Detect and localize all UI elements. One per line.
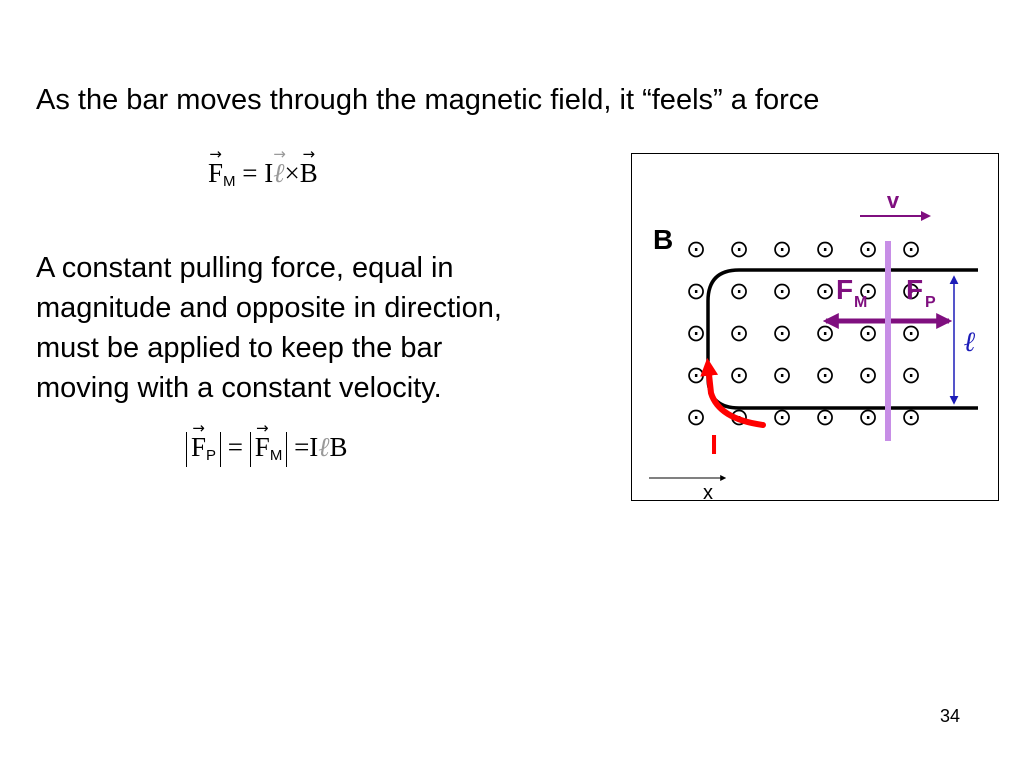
paragraph-line: magnitude and opposite in direction, (36, 292, 502, 324)
field-out-of-page-symbol: ⊙ (686, 403, 706, 431)
paragraph-line: A constant pulling force, equal in (36, 252, 454, 284)
field-out-of-page-symbol: ⊙ (772, 403, 792, 431)
rail-circuit (706, 268, 978, 410)
equals-sign: = (227, 432, 244, 462)
pulling-force-subscript: P (206, 447, 217, 464)
equals-sign: = (242, 158, 258, 188)
magnetic-field-grid: ⊙⊙⊙⊙⊙⊙⊙⊙⊙⊙⊙⊙⊙⊙⊙⊙⊙⊙⊙⊙⊙⊙⊙⊙⊙⊙⊙⊙⊙⊙ (686, 235, 921, 431)
paragraph-line: must be applied to keep the bar (36, 332, 443, 364)
field-out-of-page-symbol: ⊙ (729, 277, 749, 305)
field-out-of-page-symbol: ⊙ (815, 361, 835, 389)
paragraph-line: moving with a constant velocity. (36, 372, 442, 404)
x-axis-label: x (703, 482, 713, 503)
pulling-force-label-subscript: P (925, 294, 936, 311)
moving-bar (885, 241, 891, 441)
field-out-of-page-symbol: ⊙ (686, 361, 706, 389)
current-symbol: I (264, 158, 274, 188)
magnetic-force-equation: FM = Iℓ×B (208, 147, 318, 190)
field-out-of-page-symbol: ⊙ (772, 277, 792, 305)
field-out-of-page-symbol: ⊙ (858, 277, 878, 305)
length-symbol: ℓ (318, 432, 330, 462)
current-label: I (710, 429, 718, 460)
field-out-of-page-symbol: ⊙ (772, 361, 792, 389)
length-label: ℓ (963, 325, 976, 358)
length-vector-symbol: ℓ (273, 147, 285, 187)
field-out-of-page-symbol: ⊙ (729, 361, 749, 389)
field-out-of-page-symbol: ⊙ (772, 235, 792, 263)
field-out-of-page-symbol: ⊙ (729, 235, 749, 263)
magnetic-force-symbol: F (255, 421, 270, 461)
field-out-of-page-symbol: ⊙ (686, 277, 706, 305)
field-out-of-page-symbol: ⊙ (901, 361, 921, 389)
field-out-of-page-symbol: ⊙ (686, 235, 706, 263)
velocity-label: v (887, 188, 900, 213)
field-out-of-page-symbol: ⊙ (901, 277, 921, 305)
field-out-of-page-symbol: ⊙ (901, 319, 921, 347)
field-out-of-page-symbol: ⊙ (858, 319, 878, 347)
field-out-of-page-symbol: ⊙ (858, 235, 878, 263)
field-out-of-page-symbol: ⊙ (815, 235, 835, 263)
equals-sign: = (294, 432, 310, 462)
magnetic-force-magnitude: FM (249, 421, 288, 467)
magnetic-force-subscript: M (269, 447, 283, 464)
field-out-of-page-symbol: ⊙ (815, 403, 835, 431)
current-symbol: I (309, 432, 319, 462)
field-out-of-page-symbol: ⊙ (729, 319, 749, 347)
pulling-force-label: F (906, 274, 923, 305)
field-out-of-page-symbol: ⊙ (815, 277, 835, 305)
field-symbol: B (329, 432, 348, 462)
force-vector-symbol: F (208, 147, 223, 187)
cross-product-sign: × (284, 158, 300, 188)
field-out-of-page-symbol: ⊙ (772, 319, 792, 347)
field-vector-symbol: B (300, 147, 318, 187)
pulling-force-magnitude: FP (186, 421, 222, 467)
force-subscript: M (223, 173, 236, 190)
magnetic-force-label: F (836, 274, 853, 305)
current-arrow (700, 357, 766, 428)
moving-bar-diagram: ⊙⊙⊙⊙⊙⊙⊙⊙⊙⊙⊙⊙⊙⊙⊙⊙⊙⊙⊙⊙⊙⊙⊙⊙⊙⊙⊙⊙⊙⊙ v F M F P… (631, 153, 999, 503)
field-out-of-page-symbol: ⊙ (901, 235, 921, 263)
field-label: B (653, 224, 673, 255)
field-out-of-page-symbol: ⊙ (686, 319, 706, 347)
page-number: 34 (940, 706, 961, 726)
explanation-paragraph: A constant pulling force, equal in magni… (36, 248, 626, 408)
magnetic-force-label-subscript: M (854, 294, 867, 311)
slide-heading: As the bar moves through the magnetic fi… (36, 84, 820, 116)
field-out-of-page-symbol: ⊙ (901, 403, 921, 431)
force-magnitude-equation: FP = FM =IℓB (186, 421, 348, 467)
pulling-force-symbol: F (191, 421, 206, 461)
field-out-of-page-symbol: ⊙ (858, 403, 878, 431)
field-out-of-page-symbol: ⊙ (858, 361, 878, 389)
